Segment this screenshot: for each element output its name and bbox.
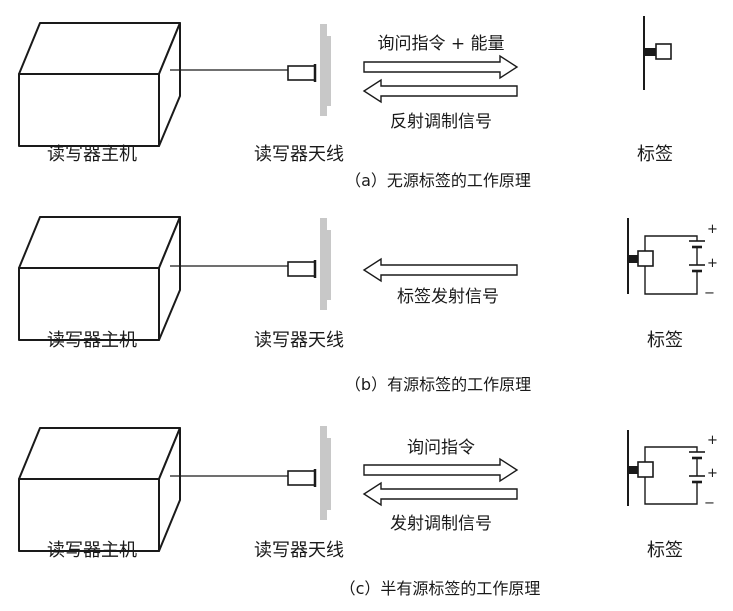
arrow-right bbox=[363, 457, 519, 483]
antenna-connector bbox=[287, 470, 316, 486]
reader-host-box bbox=[18, 22, 181, 147]
reader-host-label: 读写器主机 bbox=[47, 330, 137, 351]
reader-host-front-face bbox=[18, 478, 160, 552]
antenna-plate-edge bbox=[327, 438, 331, 510]
arrow-right bbox=[363, 54, 519, 80]
reader-host-box bbox=[18, 216, 181, 341]
reader-host-box bbox=[18, 427, 181, 552]
arrow-left bbox=[362, 257, 518, 283]
antenna-plate-edge bbox=[327, 36, 331, 106]
antenna-plate bbox=[320, 218, 327, 310]
arrow-left bbox=[362, 78, 518, 104]
reader-host-label: 读写器主机 bbox=[47, 540, 137, 561]
arrow-left bbox=[362, 481, 518, 507]
tag-label: 标签 bbox=[647, 330, 683, 351]
panel-a: 询问指令 + 能量 反射调制信号 读写器主机 读写器天线 标签 （a）无源标签的… bbox=[18, 16, 673, 190]
battery-circuit bbox=[644, 446, 705, 505]
tag-chip-lead bbox=[644, 48, 656, 56]
arrow-right-label: 询问指令 + 能量 bbox=[377, 34, 504, 54]
arrow-left-label: 反射调制信号 bbox=[390, 112, 492, 132]
panel-caption: （b）有源标签的工作原理 bbox=[345, 375, 531, 394]
reader-host-top-face bbox=[18, 427, 181, 480]
antenna-connector bbox=[287, 261, 316, 277]
battery-wire-top bbox=[644, 446, 698, 462]
reader-host-label: 读写器主机 bbox=[47, 144, 137, 165]
antenna-plate bbox=[320, 426, 327, 520]
arrow-left-label: 标签发射信号 bbox=[397, 287, 499, 307]
tag-chip-lead bbox=[628, 466, 638, 474]
reader-antenna-label: 读写器天线 bbox=[254, 330, 344, 351]
panel-caption: （a）无源标签的工作原理 bbox=[345, 171, 531, 190]
tag-symbol bbox=[627, 218, 654, 294]
battery-plus-sign: + bbox=[707, 256, 718, 271]
reader-host-top-face bbox=[18, 22, 181, 75]
tag-chip bbox=[637, 250, 654, 267]
battery-wire-bottom bbox=[644, 266, 698, 295]
reader-antenna-label: 读写器天线 bbox=[254, 144, 344, 165]
tag-chip bbox=[637, 461, 654, 478]
battery-plus-sign: + bbox=[707, 222, 718, 237]
panel-caption: （c）半有源标签的工作原理 bbox=[340, 579, 541, 598]
antenna-connector bbox=[287, 65, 316, 81]
tag-chip-lead bbox=[628, 255, 638, 263]
battery-minus-sign: − bbox=[704, 496, 715, 511]
tag-symbol bbox=[627, 430, 654, 506]
arrow-left-label: 发射调制信号 bbox=[390, 514, 492, 534]
reader-antenna-label: 读写器天线 bbox=[254, 540, 344, 561]
tag-label: 标签 bbox=[637, 144, 673, 165]
antenna-plate bbox=[320, 24, 327, 116]
tag-symbol bbox=[643, 16, 672, 90]
battery-wire-bottom bbox=[644, 477, 698, 505]
arrow-right-label: 询问指令 bbox=[407, 438, 475, 458]
reader-host-front-face bbox=[18, 267, 160, 341]
battery-minus-sign: − bbox=[704, 286, 715, 301]
battery-circuit bbox=[644, 235, 705, 295]
battery-plus-sign: + bbox=[707, 433, 718, 448]
tag-label: 标签 bbox=[647, 540, 683, 561]
battery-wire-top bbox=[644, 235, 698, 251]
tag-chip bbox=[655, 43, 672, 60]
battery-plus-sign: + bbox=[707, 466, 718, 481]
antenna-plate-edge bbox=[327, 230, 331, 300]
reader-host-top-face bbox=[18, 216, 181, 269]
panel-c: 询问指令 发射调制信号 + + − 读写器主机 读写器天线 bbox=[18, 426, 718, 598]
reader-host-front-face bbox=[18, 73, 160, 147]
panel-b: 标签发射信号 + + − 读写器主机 读写器天线 标签 （ bbox=[18, 216, 718, 394]
